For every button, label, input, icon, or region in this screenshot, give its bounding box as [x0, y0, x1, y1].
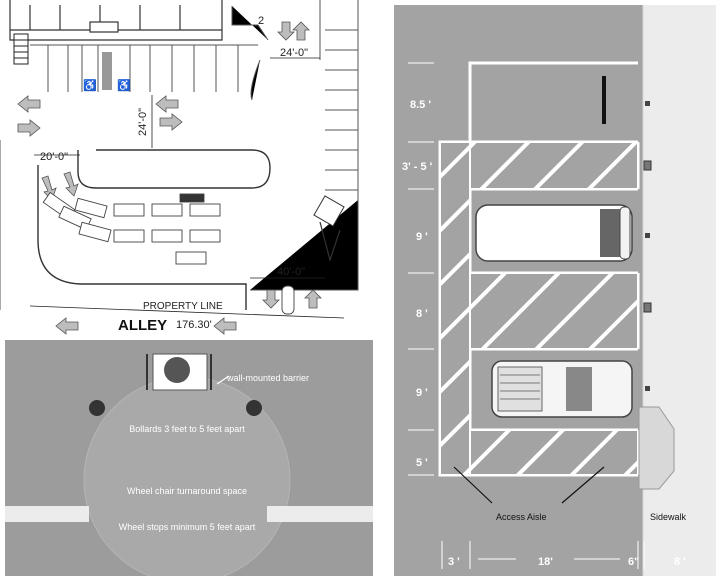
parking-stripe	[5, 506, 89, 522]
left-arrow-icon	[213, 317, 237, 335]
access-aisle-hatch	[471, 143, 637, 188]
accessible-symbol-icon: ♿	[117, 79, 131, 92]
bottom-dimension: 18'	[538, 556, 553, 568]
up-arrow-icon	[292, 21, 310, 41]
down-arrow-icon	[262, 289, 280, 309]
barrier-label: wall-mounted barrier	[226, 373, 309, 383]
stall-lines	[438, 61, 640, 477]
turnaround-label: Wheel chair turnaround space	[127, 486, 247, 496]
bottom-dimension: 3 '	[448, 556, 460, 568]
sidewalk	[643, 5, 716, 576]
building-outline	[9, 0, 223, 41]
access-aisle-hatch	[102, 52, 112, 90]
access-aisle-hatch	[471, 274, 637, 348]
left-arrow-icon	[55, 317, 79, 335]
alley-dimension: 176.30'	[176, 319, 212, 331]
bollards-label: Bollards 3 feet to 5 feet apart	[129, 424, 245, 434]
turnaround-panel: wall-mounted barrier Bollards 3 feet to …	[5, 340, 373, 581]
dumpster-enclosure	[313, 195, 345, 227]
traffic-arrows	[17, 21, 322, 335]
access-aisle-hatch	[471, 431, 637, 474]
row-dimension: 5 '	[416, 457, 428, 469]
row-dimension: 3' - 5 '	[402, 161, 433, 173]
left-arrow-icon	[155, 95, 179, 113]
site-plan-drawing: ♿ ♿ 2	[0, 0, 378, 336]
dimension-label: 24'-0"	[280, 47, 308, 59]
dimension-ticks	[408, 62, 645, 569]
right-arrow-icon	[17, 119, 41, 137]
dimension-lines	[29, 57, 345, 319]
left-arrow-icon	[17, 95, 41, 113]
side-aisle-hatch	[441, 143, 469, 474]
suv-icon	[491, 360, 633, 418]
bollard-icon	[246, 400, 262, 416]
stair-hatch	[13, 33, 29, 65]
dimension-label: 40'-0"	[277, 266, 305, 278]
dimension-label: 24'-0"	[137, 108, 149, 136]
turnaround-drawing: wall-mounted barrier Bollards 3 feet to …	[5, 340, 373, 581]
up-arrow-icon	[304, 289, 322, 309]
down-arrow-icon	[63, 171, 79, 197]
stall-number: 2	[258, 15, 264, 27]
parked-cars	[42, 191, 295, 315]
top-parking-stalls	[30, 44, 258, 92]
parking-stripe	[267, 506, 373, 522]
dumpster-wall	[319, 221, 341, 263]
sidewalk-label: Sidewalk	[650, 512, 687, 522]
wheelstops-label: Wheel stops minimum 5 feet apart	[119, 522, 256, 532]
bottom-dimension: 8 '	[674, 556, 686, 568]
row-dimension: 8.5 '	[410, 99, 431, 111]
leader-line	[216, 375, 230, 385]
bollard-icon	[89, 400, 105, 416]
property-line-label: PROPERTY LINE	[143, 301, 223, 312]
access-aisle-label: Access Aisle	[496, 512, 547, 522]
alley-label: ALLEY	[118, 317, 167, 334]
leader-arrows	[453, 466, 605, 504]
marker-bar	[602, 76, 606, 124]
parking-layout-panel: 8.5 ' 3' - 5 ' 9 ' 8 ' 9 ' 5 ' Access Ai…	[394, 5, 716, 576]
van-icon	[475, 204, 633, 262]
site-plan-panel: ♿ ♿ 2	[0, 0, 378, 336]
down-arrow-icon	[277, 21, 295, 41]
parking-layout-drawing: 8.5 ' 3' - 5 ' 9 ' 8 ' 9 ' 5 ' Access Ai…	[394, 5, 716, 576]
right-arrow-icon	[159, 113, 183, 131]
row-dimension: 9 '	[416, 387, 428, 399]
bottom-dimension: 6"	[628, 556, 639, 568]
row-dimension: 9 '	[416, 231, 428, 243]
accessible-symbol-icon: ♿	[83, 79, 97, 92]
dimension-label: 20'-0"	[40, 151, 68, 163]
lower-curb	[37, 165, 247, 310]
wall-markers	[643, 101, 652, 391]
center-island	[77, 149, 271, 189]
curb-ramp	[638, 406, 675, 490]
wheelchair-user-head	[164, 357, 190, 383]
row-dimension: 8 '	[416, 308, 428, 320]
